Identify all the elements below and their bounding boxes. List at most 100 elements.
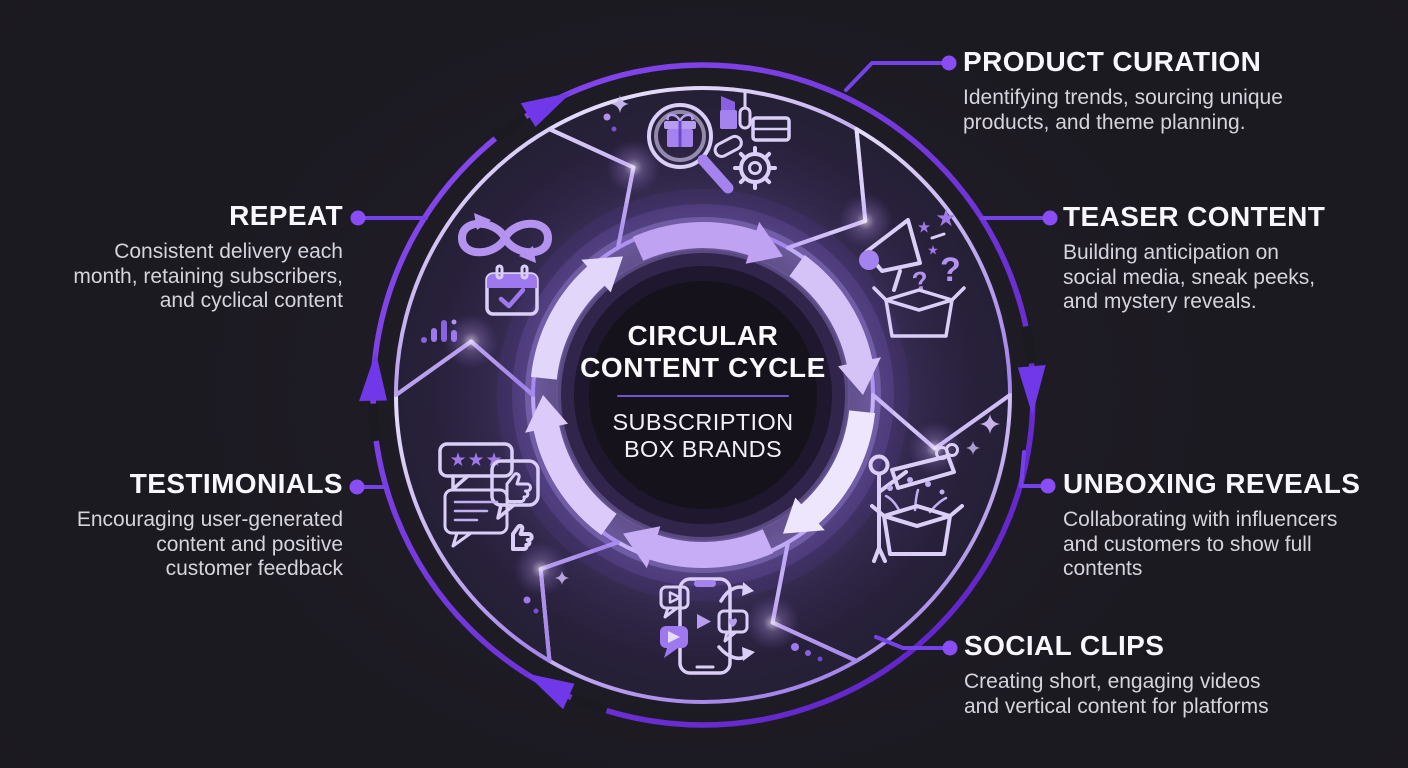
section-title: SOCIAL CLIPS: [964, 630, 1165, 661]
question-mark: ?: [910, 265, 931, 297]
cycle-arrow: [797, 410, 876, 528]
cycle-arrowhead: [838, 357, 881, 395]
lipstick-tip: [721, 96, 735, 110]
cycle-arrow: [643, 529, 774, 568]
cycle-arrowhead: [525, 395, 568, 433]
cycle-arrowhead: [581, 256, 623, 293]
connector-social-clips: [874, 635, 952, 650]
megaphone-handle: [892, 269, 902, 292]
segment-tip-glow: [513, 542, 568, 597]
star-deco: ★: [935, 204, 957, 232]
dot-deco: [533, 608, 539, 614]
cycle-arrow-ring: [525, 221, 881, 569]
magnifier-handle: [697, 154, 734, 194]
calendar-check-icon: [485, 264, 539, 316]
section-testimonials: TESTIMONIALS Encouraging user-generated …: [43, 468, 343, 581]
mascara-brush: [738, 106, 752, 130]
dot-deco: [611, 126, 617, 132]
dot-deco: [805, 650, 811, 656]
cycle-arrowhead: [783, 497, 825, 534]
thumbs-up-icon: [511, 523, 534, 551]
infinity-loop-icon: [457, 219, 553, 257]
magnifier-gift-cosmetics-gear-icon: [647, 90, 791, 194]
connector-dots: [349, 55, 1058, 656]
outer-arrow-gap: [1020, 325, 1037, 364]
sparkle-icon: [980, 414, 1000, 434]
section-description: Building anticipation on social media, s…: [1063, 241, 1316, 313]
infinity-arrowhead: [519, 246, 536, 263]
cycle-arrowhead: [623, 526, 661, 569]
play-bubble-icon: [659, 585, 690, 619]
section-title: UNBOXING REVEALS: [1063, 468, 1361, 499]
bow-loop: [945, 443, 959, 457]
connector-unboxing-reveals: [1019, 450, 1050, 488]
outer-cycle-arrowhead: [359, 351, 387, 401]
review-bubbles-thumbs-up-icon: ★ ★ ★: [438, 442, 540, 551]
cycle-arrowhead: [745, 221, 783, 264]
lipstick-body: [720, 110, 737, 129]
open-box-icon: [870, 504, 964, 556]
section-title: PRODUCT CURATION: [963, 46, 1262, 77]
cycle-arrow: [530, 262, 609, 380]
outer-cycle-arrowhead: [1017, 365, 1046, 416]
sparkle-icon: [611, 95, 629, 113]
section-description: Creating short, engaging videos and vert…: [964, 670, 1269, 718]
star-deco: ★: [917, 218, 931, 237]
infinity-arrowhead: [474, 213, 491, 230]
segment-tip-glow: [444, 314, 499, 369]
section-description: Collaborating with influencers and custo…: [1063, 508, 1338, 580]
section-repeat: REPEAT Consistent delivery each month, r…: [43, 200, 343, 313]
wheel-title: CIRCULAR CONTENT CYCLE: [580, 320, 826, 384]
cycle-arrow: [789, 255, 874, 370]
outer-circle-arrows: [359, 92, 1046, 716]
capsule-icon: [713, 134, 743, 158]
section-description: Identifying trends, sourcing unique prod…: [963, 86, 1283, 134]
section-product-curation: PRODUCT CURATION Identifying trends, sou…: [963, 46, 1335, 135]
section-title: TESTIMONIALS: [129, 468, 343, 499]
wheel-subtitle: SUBSCRIPTION BOX BRANDS: [612, 409, 794, 462]
wheel-center-label: CIRCULAR CONTENT CYCLE SUBSCRIPTION BOX …: [543, 320, 863, 462]
outer-arrow-gap: [492, 112, 529, 143]
outer-cycle-arrowhead: [525, 673, 575, 710]
outer-arrow-gap: [569, 693, 609, 716]
section-title: REPEAT: [229, 200, 343, 231]
dot-deco: [817, 656, 823, 662]
phone-video-share-icon: [659, 577, 755, 675]
play-triangle-icon: [697, 614, 711, 629]
section-teaser-content: TEASER CONTENT Building anticipation on …: [1063, 201, 1363, 314]
dot-deco: [791, 643, 799, 651]
share-arrow-icon: [717, 582, 755, 661]
thumbs-up-bubble-icon: [490, 459, 540, 520]
outer-arrow-gap: [368, 403, 382, 442]
svg-text:★: ★: [467, 449, 484, 471]
svg-text:★: ★: [449, 449, 466, 471]
sparkle-icon: [555, 571, 569, 585]
bar-chart-deco-icon: [421, 319, 457, 343]
megaphone-mouth: [859, 250, 879, 270]
infinity-calendar-icon: [421, 213, 553, 343]
sparkle-icon: [966, 441, 980, 455]
connector-product-curation: [844, 61, 951, 92]
outer-cycle-arrowhead: [520, 92, 572, 127]
play-bubble-filled-icon: [660, 626, 688, 658]
section-description: Encouraging user-generated content and p…: [76, 508, 343, 580]
segment-tip-glow: [838, 193, 893, 248]
section-title: TEASER CONTENT: [1063, 201, 1326, 232]
cycle-arrow: [532, 420, 617, 535]
gift-lid: [890, 454, 956, 490]
center-divider: [617, 395, 789, 398]
heart-bubble-icon: [717, 609, 749, 643]
question-mark: ?: [940, 251, 961, 289]
person-opening-box-icon: [868, 443, 964, 563]
section-unboxing-reveals: UNBOXING REVEALS Collaborating with infl…: [1063, 468, 1373, 581]
magnifier-gift-icon: [647, 103, 734, 194]
dot-deco: [523, 596, 531, 604]
text-review-bubble-icon: [443, 488, 509, 548]
segment-tip-glow: [745, 595, 800, 650]
decorative-sparkles: [523, 95, 1000, 662]
section-social-clips: SOCIAL CLIPS Creating short, engaging vi…: [964, 630, 1304, 719]
star-deco: ★: [927, 244, 939, 259]
megaphone-mystery-box-icon: ★ ★ ★ ? ?: [859, 204, 966, 338]
